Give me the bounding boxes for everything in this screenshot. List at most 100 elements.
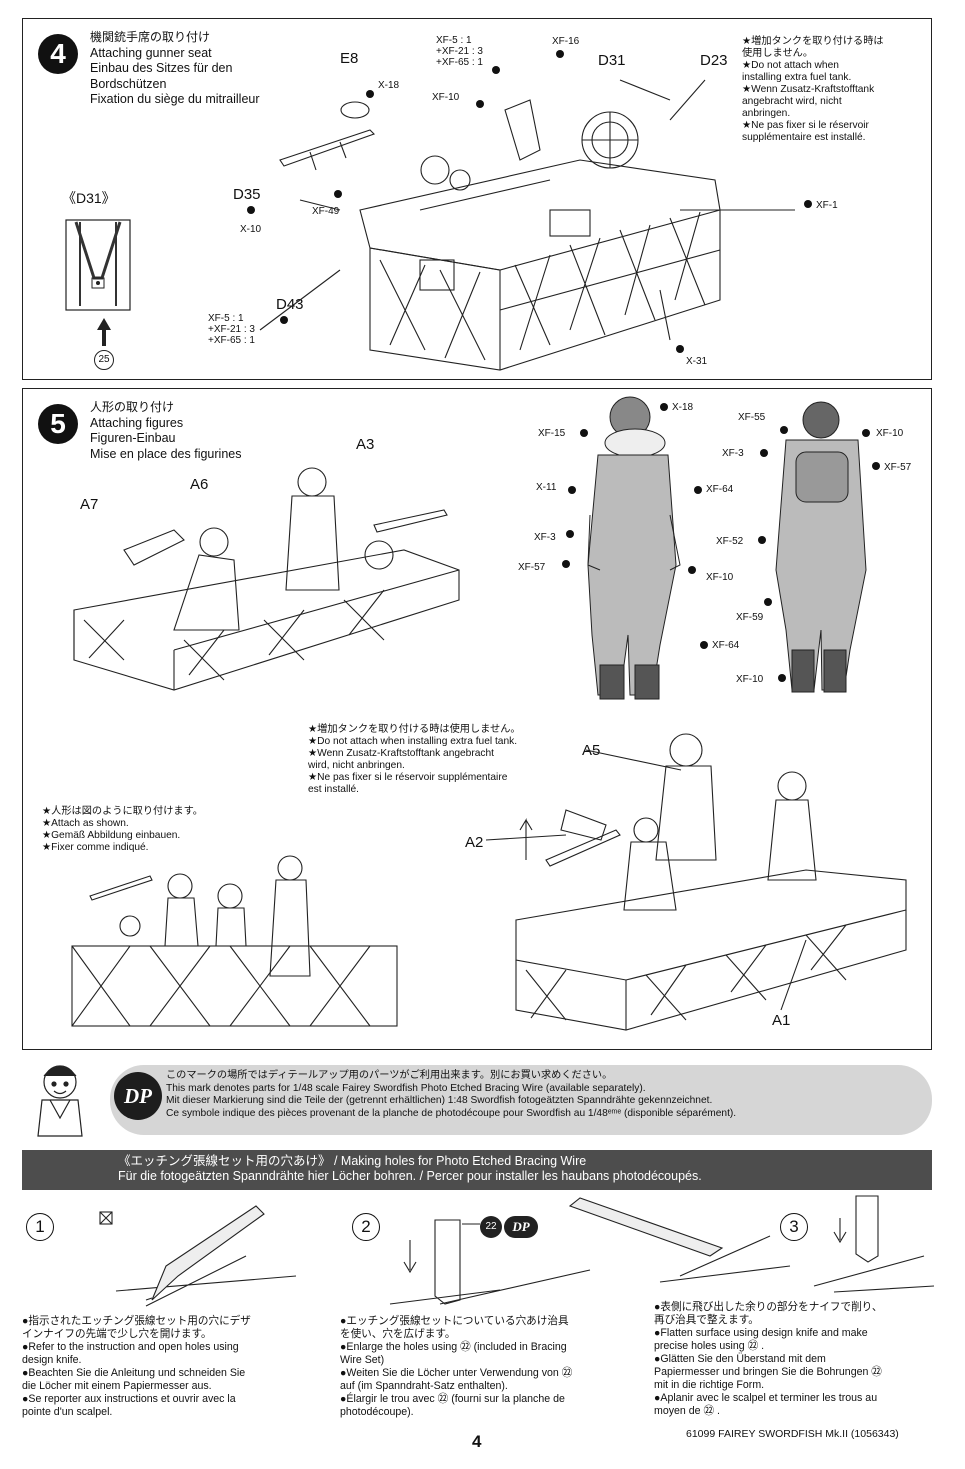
paint-xf64b: XF-64 [712,640,740,651]
paint-dot [872,462,880,470]
instr-line: Papiermesser und bringen Sie die Bohrung… [654,1366,882,1378]
knife-cut-drawing-1 [99,1205,297,1307]
paint-x31: X-31 [686,356,708,367]
gunner-figure-back [775,401,867,693]
note-line: ★Ne pas fixer si le réservoir supplément… [308,772,508,783]
paint-dot [562,560,570,568]
note-line: ★Fixer comme indiqué. [42,842,149,853]
paint-x10: X-10 [240,224,262,235]
note-line: ★Attach as shown. [42,818,129,829]
note-line: ★Wenn Zusatz-Kraftstofftank [742,84,875,95]
step5-fuel-tank-note: ★増加タンクを取り付ける時は使用しません。 ★Do not attach whe… [308,724,580,796]
step4-title: 機関銃手席の取り付け Attaching gunner seat Einbau … [90,30,260,108]
paint-xf10-fig: XF-10 [706,572,734,583]
part-a2: A2 [465,834,484,851]
instr-line: die Löcher mit einem Papiermesser aus. [22,1380,212,1392]
part-a7: A7 [80,496,99,513]
paint-xf59: XF-59 [736,612,764,623]
paint-dot [758,536,766,544]
part-a3: A3 [356,436,375,453]
figures-completed-drawing [71,855,398,1027]
holes-step-2-text: ●エッチング張線セットについている穴あけ治具 を使い、穴を広げます。 ●Enla… [340,1315,630,1419]
paint-dot [566,530,574,538]
paint-xf49: XF-49 [312,206,340,217]
holes-section-header: 《エッチング張線セット用の穴あけ》 / Making holes for Pho… [22,1150,932,1190]
paint-dot-d43 [280,316,288,324]
instr-line: ●指示されたエッチング張線セット用の穴にデザ [22,1315,251,1327]
paint-xf57: XF-57 [518,562,546,573]
instr-line: ●Weiten Sie die Löcher unter Verwendung … [340,1367,573,1379]
paint-dot-xf5 [492,66,500,74]
instr-line: ●Flatten surface using design knife and … [654,1327,868,1339]
paint-dot [778,674,786,682]
page-number: 4 [472,1432,482,1451]
step5-number: 5 [38,404,78,444]
jig-drawing-3 [813,1195,935,1293]
paint-xf21-line-2: +XF-21 : 3 [208,324,255,335]
paint-xf64a: XF-64 [706,484,734,495]
dp-badge-icon: DP [114,1072,162,1120]
paint-dot [700,641,708,649]
note-line: ★Gemäß Abbildung einbauen. [42,830,181,841]
paint-xf10: XF-10 [432,92,460,103]
paint-xf3-b: XF-3 [722,448,744,459]
instr-line: ●Aplanir avec le scalpel et terminer les… [654,1392,878,1404]
paint-xf52: XF-52 [716,536,744,547]
part-d43: D43 [276,296,304,313]
pilot-figure-front [587,396,681,700]
paint-xf5-mix: XF-5 : 1 +XF-21 : 3 +XF-65 : 1 [436,35,483,68]
ref-25-badge: 25 [94,350,114,370]
step5-title-fr: Mise en place des figurines [90,446,242,461]
instr-line: インナイフの先端で少し穴を開けます。 [22,1328,212,1340]
paint-xf5-line: XF-5 : 1 [436,35,472,46]
part-d35: D35 [233,186,261,203]
note-line: ★Wenn Zusatz-Kraftstofftank angebracht [308,748,495,759]
figures-assembly-detail-drawing [485,733,907,1031]
paint-dot-x10 [247,206,255,214]
part-a6: A6 [190,476,209,493]
note-line: ★Do not attach when [742,60,839,71]
instr-line: ●Enlarge the holes using ㉒ (included in … [340,1341,567,1353]
step5-title: 人形の取り付け Attaching figures Figuren-Einbau… [90,400,241,462]
dp-line-de: Mit dieser Markierung sind die Teile der… [166,1095,713,1106]
paint-dot-xf49 [334,190,342,198]
part-d23: D23 [700,52,728,69]
paint-dot [568,486,576,494]
paint-xf16: XF-16 [552,36,580,47]
instr-line: pointe d'un scalpel. [22,1406,113,1418]
paint-dot [862,429,870,437]
instr-line: ●Glätten Sie den Überstand mit dem [654,1353,826,1365]
instr-line: ●エッチング張線セットについている穴あけ治具 [340,1315,569,1327]
paint-xf3: XF-3 [534,532,556,543]
note-line: ★増加タンクを取り付ける時は使用しません。 [308,724,521,735]
d31-harness-drawing [65,219,131,311]
note-line: wird, nicht anbringen. [308,760,405,771]
note-line: ★増加タンクを取り付ける時は [742,36,884,47]
dp-line-fr: Ce symbole indique des pièces provenant … [166,1107,737,1119]
paint-dot-x18 [366,90,374,98]
paint-x18-fig: X-18 [672,402,694,413]
step4-title-de2: Bordschützen [90,76,167,91]
instr-line: Wire Set) [340,1354,385,1366]
step4-title-de1: Einbau des Sitzes für den [90,61,233,75]
footer-product-code: 61099 FAIREY SWORDFISH Mk.II (1056343) [686,1428,899,1440]
part-e8: E8 [340,50,359,67]
note-line: installing extra fuel tank. [742,72,852,83]
holes-step-2-number: 2 [352,1213,380,1241]
note-line: ★人形は図のように取り付けます。 [42,806,203,817]
knife-cut-drawing-2 [568,1197,791,1283]
paint-dot-xf10 [476,100,484,108]
paint-dot-x31 [676,345,684,353]
ref-22-badge: 22 [480,1216,502,1238]
instr-line: photodécoupe). [340,1406,414,1418]
instr-line: を使い、穴を広げます。 [340,1328,456,1340]
paint-xf1: XF-1 [816,200,838,211]
paint-xf10-a: XF-10 [876,428,904,439]
step4-panel [22,18,932,380]
instr-line: 再び治具で整えます。 [654,1314,759,1326]
step5-title-en: Attaching figures [90,415,184,430]
mascot-boy-icon [37,1065,83,1137]
paint-xf10-b: XF-10 [736,674,764,685]
paint-xf65-line-2: +XF-65 : 1 [208,335,255,346]
note-line: angebracht wird, nicht [742,96,842,107]
